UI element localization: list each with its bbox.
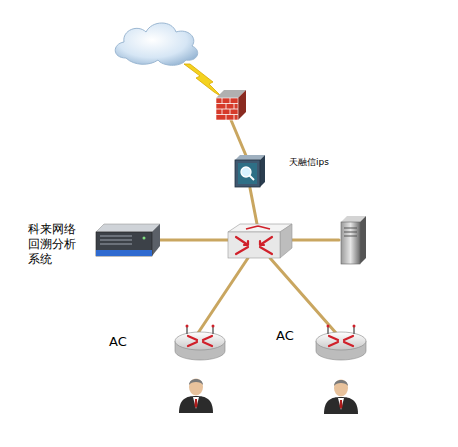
tower-bays <box>344 228 357 236</box>
cable <box>289 239 339 242</box>
firewall-icon <box>216 90 246 120</box>
lightning-bolt <box>184 64 222 97</box>
user-suit <box>324 397 358 414</box>
tower-server-icon <box>341 216 366 264</box>
label-text: 天融信ips <box>289 157 353 168</box>
user-shirt <box>338 398 344 410</box>
rack-top <box>96 224 160 232</box>
firewall-bricks <box>216 98 238 120</box>
user-icon <box>179 379 213 414</box>
user-hair <box>334 380 348 386</box>
firewall-side <box>238 90 246 120</box>
label-text: AC <box>109 334 141 350</box>
rack-side <box>152 224 160 256</box>
router-antenna-tip <box>212 325 215 328</box>
device-label: 天融信ips <box>289 157 353 168</box>
switch-arrows <box>236 237 272 254</box>
switch-side <box>280 224 292 258</box>
user-head <box>334 380 348 397</box>
cable <box>231 120 247 158</box>
label-text: 科来网络 回溯分析 系统 <box>28 222 84 267</box>
user-tie <box>195 399 198 408</box>
ac-router-icon <box>316 325 366 361</box>
cloud-shape <box>115 23 197 65</box>
user-shirt <box>193 397 199 409</box>
cable <box>198 258 248 333</box>
rack-led <box>143 237 146 240</box>
user-tie <box>340 400 343 409</box>
router-arrows <box>329 336 353 346</box>
user-suit <box>179 396 213 413</box>
rack-front <box>96 232 152 256</box>
device-label: 科来网络 回溯分析 系统 <box>28 222 84 267</box>
ips-device-icon <box>235 155 265 187</box>
router-arrows <box>188 336 212 346</box>
cable <box>156 239 229 242</box>
router-antenna-tip <box>186 325 189 328</box>
firewall-front <box>216 98 238 120</box>
ac-router-icon <box>175 325 225 361</box>
rack-server-icon <box>96 224 160 256</box>
router-antenna-tip <box>327 325 330 328</box>
cable <box>250 188 257 224</box>
router-top <box>175 332 225 350</box>
ips-magnifier-handle <box>250 176 255 181</box>
user-icon <box>324 380 358 415</box>
switch-front <box>228 232 280 258</box>
label-text: AC <box>276 328 308 344</box>
ips-panel <box>238 163 257 184</box>
cable <box>270 258 336 333</box>
tower-front <box>341 222 360 264</box>
router-antenna-tip <box>353 325 356 328</box>
internet-cloud <box>115 23 197 65</box>
ips-side <box>260 155 265 187</box>
user-head <box>189 379 203 396</box>
switch-top-arrows <box>246 226 270 229</box>
ips-front <box>235 160 260 187</box>
ips-top <box>235 155 265 160</box>
user-hair <box>189 379 203 385</box>
tower-side <box>360 216 366 264</box>
device-label: AC <box>109 334 141 350</box>
rack-stripe <box>96 250 152 256</box>
rack-bays <box>100 236 132 244</box>
cable-lines <box>156 120 339 333</box>
router-top <box>316 332 366 350</box>
device-label: AC <box>276 328 308 344</box>
core-switch-icon <box>228 224 292 258</box>
